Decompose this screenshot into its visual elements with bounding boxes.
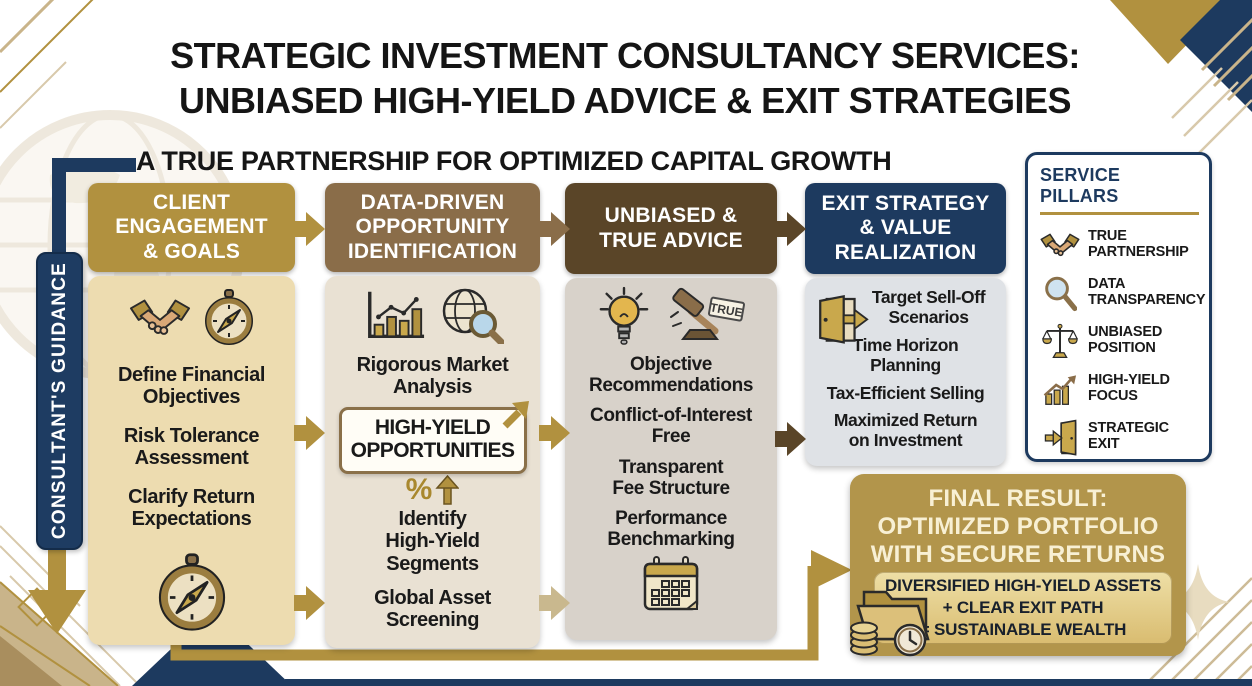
corner-decoration-top-right [1110,0,1252,155]
arrow-up-icon [435,474,460,505]
calendar-icon [643,556,699,611]
column1-item: Risk Tolerance Assessment [123,424,260,470]
final-result-title-line: WITH SECURE RETURNS [870,541,1166,569]
pillar-row-high-yield-focus: HIGH-YIELD FOCUS [1040,369,1199,409]
column2-header: DATA-DRIVEN OPPORTUNITY IDENTIFICATION [325,183,540,272]
trend-up-icon [1040,369,1080,409]
magnifier-icon [1040,273,1080,313]
percent-label: % [405,472,433,506]
service-pillars-title: SERVICE PILLARS [1040,165,1199,215]
gavel-icon: TRUE [670,287,745,340]
lightbulb-icon [599,286,649,345]
pillar-row-strategic-exit: STRATEGIC EXIT [1040,417,1199,457]
pillar-row-unbiased-position: UNBIASED POSITION [1040,321,1199,361]
scales-icon [1040,321,1080,361]
arrow-up-right-icon [502,400,529,429]
right-arrow-icon [294,416,325,450]
pillar-label: TRUE PARTNERSHIP [1088,228,1189,260]
column3-icon-row: TRUE [597,286,745,346]
final-result-title: FINAL RESULT: OPTIMIZED PORTFOLIO WITH S… [850,485,1186,569]
page-title-line1: STRATEGIC INVESTMENT CONSULTANCY SERVICE… [170,35,1080,76]
connector-vertical [52,158,66,258]
column2-item: Global Asset Screening [374,586,491,632]
column4-header: EXIT STRATEGY & VALUE REALIZATION [805,183,1006,274]
arrow-down-icon [28,546,86,634]
column4-item: Maximized Return on Investment [833,409,978,450]
consultants-guidance-label: CONSULTANT'S GUIDANCE [48,262,70,540]
right-arrow-icon [539,212,570,246]
compass-icon [158,553,225,631]
pillar-row-data-transparency: DATA TRANSPARENCY [1040,273,1206,313]
column3-item: Performance Benchmarking [607,507,735,550]
compass-icon [204,289,253,345]
column4-item: Time Horizon Planning [852,335,959,375]
page-title: STRATEGIC INVESTMENT CONSULTANCY SERVICE… [118,34,1132,123]
final-result-title-line: OPTIMIZED PORTFOLIO [877,513,1159,541]
high-yield-callout: HIGH-YIELD OPPORTUNITIES [338,400,529,474]
handshake-icon [129,299,190,335]
exit-door-icon [819,294,869,344]
column3-item: Objective Recommendations [589,354,753,397]
corner-decoration-top-left [0,0,94,129]
final-result-title-line: FINAL RESULT: [928,485,1108,512]
column2-icon-row [362,286,504,344]
column4-item: Target Sell-Off Scenarios [871,287,986,327]
page-title-line2: UNBIASED HIGH-YIELD ADVICE & EXIT STRATE… [178,79,1072,121]
column3-body: TRUE Objective Recommendations Conflict-… [565,278,777,640]
column3-item: Conflict-of-Interest Free [590,404,752,447]
pillar-label: STRATEGIC EXIT [1088,420,1169,452]
true-badge: TRUE [707,296,745,322]
column2-item: Rigorous Market Analysis [356,354,509,399]
column1-item: Clarify Return Expectations [128,485,255,530]
pillar-label: DATA TRANSPARENCY [1088,276,1206,308]
consultants-guidance-bar: CONSULTANT'S GUIDANCE [36,252,83,550]
column1-body: Define Financial Objectives Risk Toleran… [88,276,295,645]
right-arrow-icon [294,586,325,620]
bar-chart-icon [367,291,424,339]
pillar-label: HIGH-YIELD FOCUS [1088,372,1170,404]
final-result-detail-line: = SUSTAINABLE WEALTH [919,620,1127,640]
column2-item: Identify High-Yield Segments [385,507,480,575]
final-result-detail-line: + CLEAR EXIT PATH [942,597,1104,617]
column1-item: Define Financial Objectives [118,364,265,409]
corner-decoration-bottom-left [0,525,292,686]
right-arrow-icon [539,586,570,620]
final-result-detail-line: DIVERSIFIED HIGH-YIELD ASSETS [885,575,1161,595]
assets-folder-clock-icon [850,590,930,657]
exit-door-icon [1040,417,1080,457]
column3-item: Transparent Fee Structure [612,457,730,500]
bottom-accent-bar [285,679,1252,686]
pillar-label: UNBIASED POSITION [1088,324,1163,356]
column1-header: CLIENT ENGAGEMENT & GOALS [88,183,295,272]
right-arrow-icon [294,212,325,246]
globe-magnifier-icon [442,288,504,344]
final-result-box: FINAL RESULT: OPTIMIZED PORTFOLIO WITH S… [850,474,1186,657]
column4-body: Target Sell-Off Scenarios Time Horizon P… [805,278,1006,466]
right-arrow-icon [775,422,806,456]
column1-icon-row [129,288,255,346]
right-arrow-icon [775,212,806,246]
handshake-icon [1040,225,1080,265]
column2-body: Rigorous Market Analysis HIGH-YIELD OPPO… [325,276,540,648]
page-subtitle: A TRUE PARTNERSHIP FOR OPTIMIZED CAPITAL… [136,146,892,176]
high-yield-callout-label: HIGH-YIELD OPPORTUNITIES [350,415,515,463]
column4-item: Tax-Efficient Selling [826,383,985,404]
right-arrow-icon [539,416,570,450]
service-pillars-panel: SERVICE PILLARS TRUE PARTNERSHIP [1025,152,1212,462]
true-badge-label: TRUE [709,300,744,319]
pillar-row-true-partnership: TRUE PARTNERSHIP [1040,225,1199,265]
connector-horizontal [52,158,136,172]
column3-header: UNBIASED & TRUE ADVICE [565,183,777,274]
corner-decoration-bottom-right [1143,564,1252,686]
percent-up-indicator: % [406,474,460,506]
